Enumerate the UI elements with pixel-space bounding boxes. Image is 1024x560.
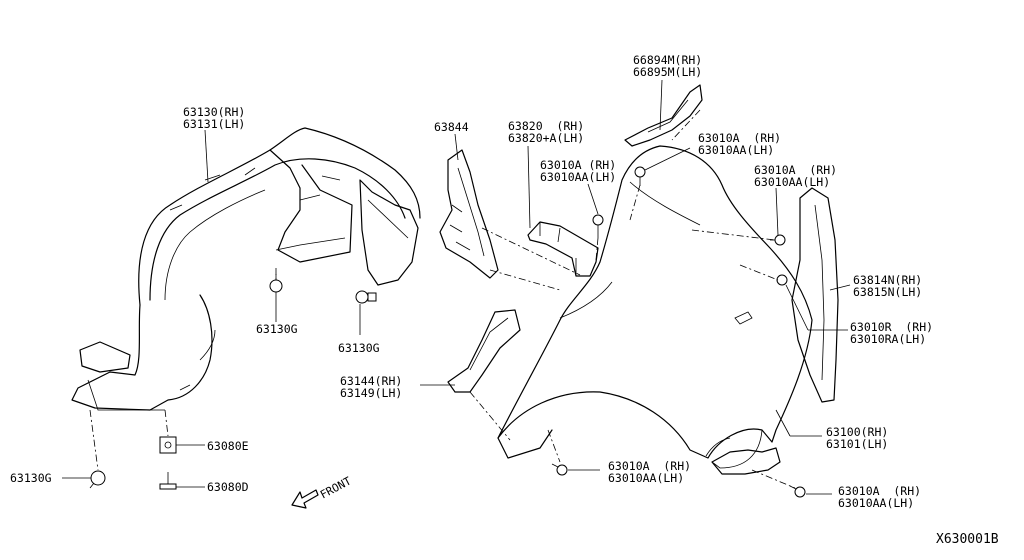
label-clip-63130g-a: 63130G (256, 322, 298, 336)
label-bolt-rear-lower-lh: 63010AA(LH) (838, 496, 915, 510)
clip-63130g-lower (89, 470, 106, 489)
label-bolt-a-lh: 63010AA(LH) (540, 170, 617, 184)
label-upper-seal-lh: 66895M(LH) (633, 65, 703, 79)
label-upper-seal-rh: 66894M(RH) (633, 53, 703, 67)
bolt-bracket-a (592, 214, 604, 238)
clip-63130g-mid (355, 290, 377, 304)
label-brace-rh: 63144(RH) (340, 374, 403, 388)
bolt-rear-b (776, 274, 788, 286)
label-liner-rh: 63130(RH) (183, 105, 246, 119)
screw-63080d (159, 472, 177, 490)
label-side-seal-rh: 63814N(RH) (853, 273, 923, 287)
label-bolt-lower-rh: 63010A (RH) (608, 459, 692, 473)
label-fender-lh: 63101(LH) (826, 437, 889, 451)
bolt-top-a (634, 166, 646, 186)
label-brace-lh: 63149(LH) (340, 386, 403, 400)
label-clip-r-lh: 63010RA(LH) (850, 332, 927, 346)
fasteners (89, 166, 806, 498)
wheel-house-liner (71, 127, 421, 411)
diagram-code: X630001B (936, 532, 999, 547)
bolt-lower-front (551, 463, 568, 476)
label-clip-63130g-c: 63130G (10, 471, 52, 485)
fender-lower-cover (711, 447, 781, 475)
fender-upper-seal (624, 84, 703, 147)
clip-63130g-upper (269, 274, 283, 293)
label-bracket-rh: 63820 (RH) (508, 119, 585, 133)
label-bolt-top-lh: 63010AA(LH) (698, 143, 775, 157)
label-bolt-rear-lh: 63010AA(LH) (754, 175, 831, 189)
label-bolt-rear-lower-rh: 63010A (RH) (838, 484, 922, 498)
assembly-lines (89, 109, 796, 489)
fender-brace (447, 309, 521, 393)
front-fender (497, 145, 813, 469)
label-screw-63080d: 63080D (207, 480, 249, 494)
label-side-seal-lh: 63815N(LH) (853, 285, 923, 299)
fender-side-seal (791, 187, 839, 403)
front-protector (439, 149, 499, 279)
bolt-rear-a (770, 234, 786, 246)
front-arrow-icon (291, 489, 319, 509)
label-clip-63130g-b: 63130G (338, 341, 380, 355)
fender-bracket (527, 221, 599, 277)
label-nut-63080e: 63080E (207, 439, 249, 453)
label-clip-r-rh: 63010R (RH) (850, 320, 934, 334)
label-bolt-rear-rh: 63010A (RH) (754, 163, 838, 177)
label-bolt-lower-lh: 63010AA(LH) (608, 471, 685, 485)
nut-63080e (159, 436, 177, 454)
label-bolt-a-rh: 63010A (RH) (540, 158, 617, 172)
label-liner-lh: 63131(LH) (183, 117, 246, 131)
label-bracket-lh: 63820+A(LH) (508, 131, 585, 145)
leader-lines (62, 79, 851, 495)
label-protector: 63844 (434, 120, 469, 134)
label-fender-rh: 63100(RH) (826, 425, 889, 439)
bolt-lower-rear (789, 485, 806, 498)
label-bolt-top-rh: 63010A (RH) (698, 131, 782, 145)
